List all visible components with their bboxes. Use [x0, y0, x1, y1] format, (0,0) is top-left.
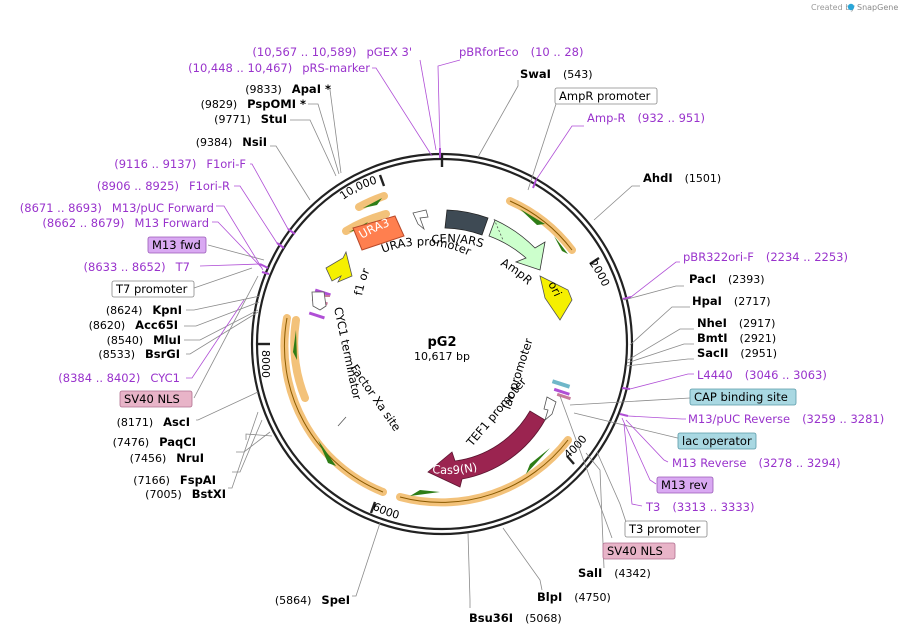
- svg-text:(5864)SpeI: (5864)SpeI: [275, 593, 350, 607]
- svg-text:(8633 .. 8652)T7: (8633 .. 8652)T7: [84, 260, 190, 274]
- svg-text:(8540)MluI: (8540)MluI: [107, 333, 181, 347]
- enzyme-labels: SwaI(543) AhdI(1501) PacI(2393) HpaI(271…: [89, 67, 777, 625]
- svg-text:(7456)NruI: (7456)NruI: [130, 451, 204, 465]
- ura3-promoter-arrow: [412, 209, 429, 231]
- svg-text:T3(3313 .. 3333): T3(3313 .. 3333): [645, 500, 754, 514]
- credit-brand: SnapGene: [857, 3, 898, 12]
- svg-text:SwaI(543): SwaI(543): [520, 67, 593, 81]
- enzyme-leaders: [184, 80, 694, 608]
- box-m13-rev: M13 rev: [656, 476, 714, 494]
- svg-text:T3 promoter: T3 promoter: [628, 522, 701, 536]
- svg-text:NheI(2917): NheI(2917): [697, 316, 775, 330]
- svg-text:(8171)AscI: (8171)AscI: [117, 415, 190, 429]
- f1-ori-arrow: [325, 250, 353, 283]
- svg-text:Bsu36I(5068): Bsu36I(5068): [469, 611, 562, 625]
- svg-text:(9116 .. 9137)F1ori-F: (9116 .. 9137)F1ori-F: [114, 157, 246, 171]
- svg-text:T7 promoter: T7 promoter: [115, 282, 188, 296]
- svg-text:(10,448 .. 10,467)pRS-marker: (10,448 .. 10,467)pRS-marker: [188, 61, 370, 75]
- cen-ars-block: [444, 209, 489, 236]
- primer-leaders: [186, 59, 694, 507]
- tick-8000: 8000: [259, 350, 272, 378]
- svg-text:(8533)BsrGI: (8533)BsrGI: [98, 347, 180, 361]
- box-m13-fwd: M13 fwd: [147, 236, 207, 254]
- svg-text:L4440(3046 .. 3063): L4440(3046 .. 3063): [697, 368, 827, 382]
- svg-text:pBR322ori-F(2234 .. 2253): pBR322ori-F(2234 .. 2253): [683, 250, 848, 264]
- plasmid-name: pG2: [427, 335, 456, 350]
- svg-text:(9833)ApaI *: (9833)ApaI *: [245, 82, 331, 96]
- svg-text:(10,567 .. 10,589)pGEX 3': (10,567 .. 10,589)pGEX 3': [252, 45, 412, 59]
- credit-text: Created by: [811, 3, 855, 12]
- svg-text:M13 fwd: M13 fwd: [152, 238, 201, 252]
- svg-text:HpaI(2717): HpaI(2717): [692, 294, 770, 308]
- svg-text:(8662 .. 8679)M13 Forward: (8662 .. 8679)M13 Forward: [42, 216, 209, 230]
- svg-text:BlpI(4750): BlpI(4750): [537, 590, 611, 604]
- svg-text:M13 Reverse(3278 .. 3294): M13 Reverse(3278 .. 3294): [672, 456, 841, 470]
- svg-text:(8671 .. 8693)M13/pUC Forward: (8671 .. 8693)M13/pUC Forward: [20, 201, 214, 215]
- backbone-outer: [250, 152, 634, 536]
- svg-text:(7476)PaqCI: (7476)PaqCI: [113, 435, 196, 449]
- box-t7-promoter: T7 promoter: [111, 280, 195, 298]
- factor-xa-tick: [337, 416, 347, 427]
- svg-text:AhdI(1501): AhdI(1501): [643, 171, 721, 185]
- svg-text:SalI(4342): SalI(4342): [578, 566, 651, 580]
- cyc1-terminator-arrow: [311, 291, 327, 311]
- ampr-arrow: [488, 219, 546, 271]
- svg-text:(9384)NsiI: (9384)NsiI: [196, 135, 267, 149]
- svg-text:BmtI(2921): BmtI(2921): [697, 331, 776, 345]
- box-cap-binding-site: CAP binding site: [689, 388, 797, 406]
- scale-ticks: [258, 155, 600, 514]
- box-sv40-nls-right: SV40 NLS: [602, 542, 676, 560]
- box-ampr-promoter: AmpR promoter: [554, 87, 658, 105]
- orf-band-edges: [283, 200, 573, 503]
- primer-labels: pBRforEco(10 .. 28) Amp-R(932 .. 951) pB…: [20, 45, 884, 514]
- box-sv40-nls-left: SV40 NLS: [119, 390, 193, 408]
- svg-text:(8384 .. 8402)CYC1: (8384 .. 8402)CYC1: [58, 371, 180, 385]
- svg-text:SacII(2951): SacII(2951): [697, 346, 777, 360]
- svg-text:(8624)KpnI: (8624)KpnI: [106, 303, 182, 317]
- snapgene-logo-icon: [847, 3, 855, 11]
- tef1-promoter-arrow: [543, 396, 557, 422]
- svg-text:(7005)BstXI: (7005)BstXI: [145, 487, 226, 501]
- svg-text:M13 rev: M13 rev: [661, 478, 708, 492]
- cyc1-terminator-label: CYC1 terminator: [331, 306, 364, 401]
- primer-marks: [259, 148, 632, 417]
- svg-text:lac operator: lac operator: [682, 434, 752, 448]
- svg-text:Amp-R(932 .. 951): Amp-R(932 .. 951): [587, 111, 705, 125]
- svg-text:PacI(2393): PacI(2393): [689, 272, 765, 286]
- tick-6000: 6000: [371, 500, 401, 522]
- svg-text:(9771)StuI: (9771)StuI: [214, 112, 287, 126]
- box-lac-operator: lac operator: [677, 432, 757, 450]
- svg-text:SV40 NLS: SV40 NLS: [124, 392, 180, 406]
- cas9-arrow: [427, 410, 546, 488]
- svg-text:(8620)Acc65I: (8620)Acc65I: [89, 318, 178, 332]
- svg-text:(7166)FspAI: (7166)FspAI: [133, 473, 216, 487]
- svg-text:(9829)PspOMI *: (9829)PspOMI *: [201, 97, 306, 111]
- svg-text:M13/pUC Reverse(3259 .. 3281): M13/pUC Reverse(3259 .. 3281): [688, 412, 884, 426]
- ura3-arrow: [352, 215, 405, 251]
- ori-block: [539, 275, 573, 321]
- plasmid-size: 10,617 bp: [414, 350, 470, 363]
- svg-text:CAP binding site: CAP binding site: [694, 390, 788, 404]
- svg-text:(8906 .. 8925)F1ori-R: (8906 .. 8925)F1ori-R: [97, 179, 230, 193]
- svg-text:pBRforEco(10 .. 28): pBRforEco(10 .. 28): [459, 45, 584, 59]
- cas9-label: Cas9(N): [432, 460, 479, 477]
- box-t3-promoter: T3 promoter: [624, 520, 708, 538]
- svg-text:SV40 NLS: SV40 NLS: [607, 544, 663, 558]
- svg-text:AmpR promoter: AmpR promoter: [559, 89, 651, 103]
- ori-label: ori: [545, 279, 564, 299]
